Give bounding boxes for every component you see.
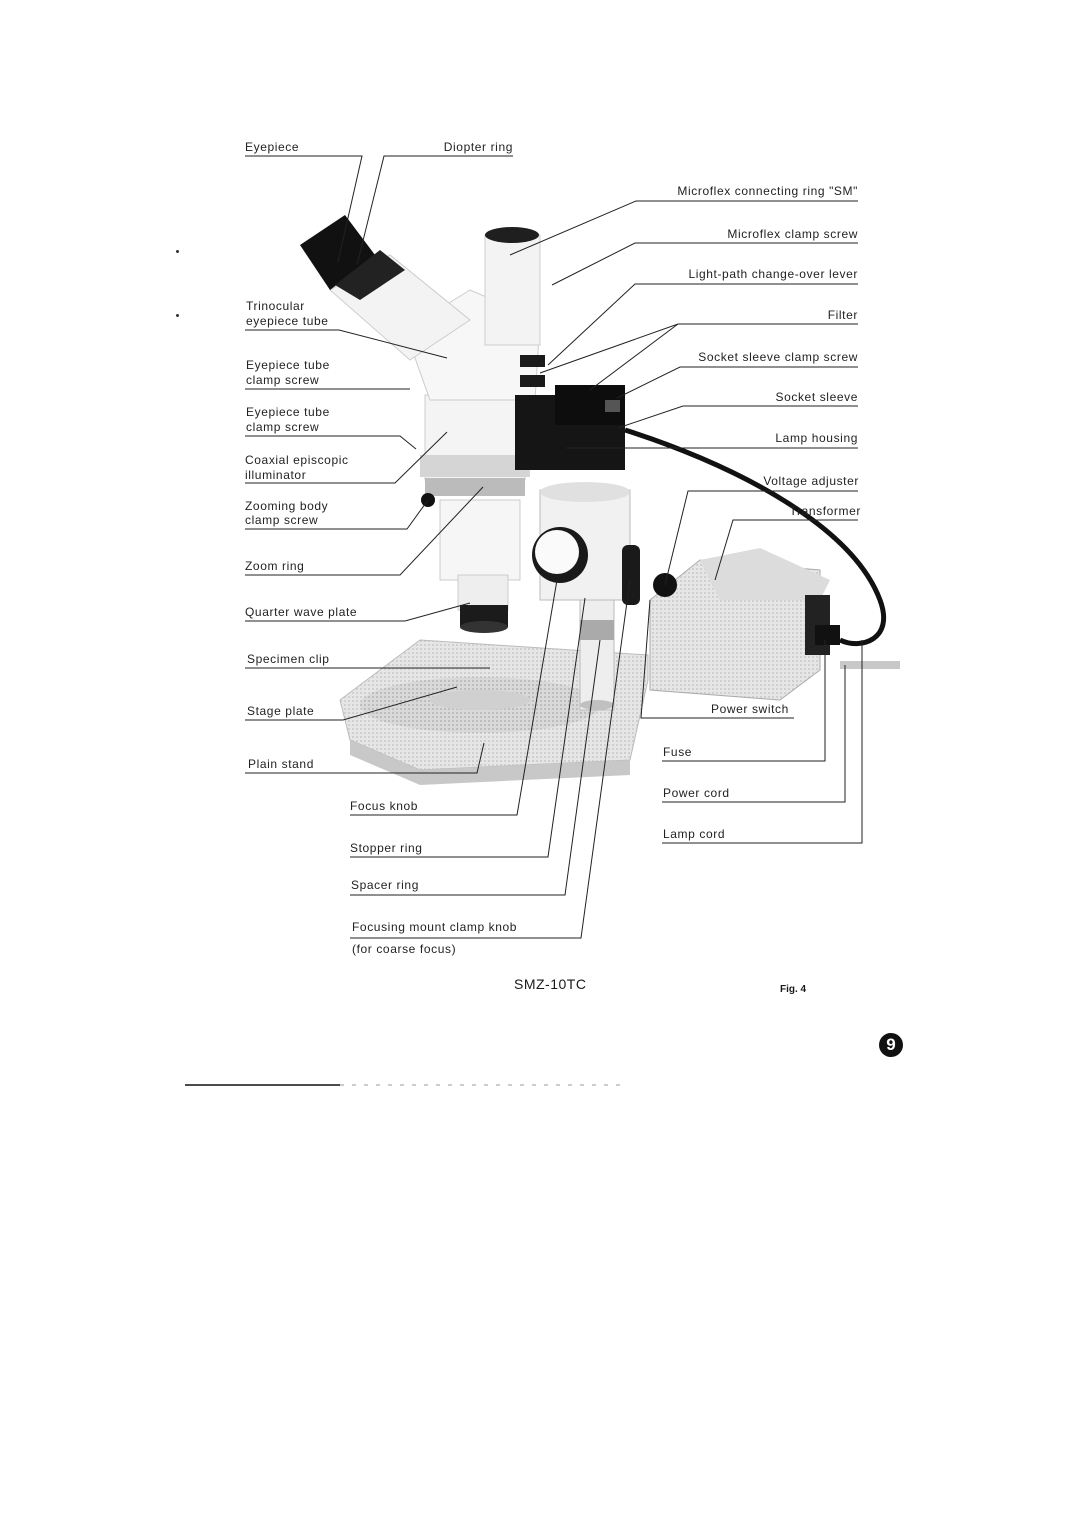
margin-dot: [176, 250, 179, 253]
transformer-box: [649, 548, 840, 701]
pillar: [579, 599, 615, 711]
label-eyepiece-tube-clamp-b: Eyepiece tube: [246, 405, 330, 419]
leader-lines: [245, 155, 863, 939]
label-lamp-housing: Lamp housing: [775, 431, 858, 445]
label-power-switch: Power switch: [711, 702, 789, 716]
label-microflex-connecting-ring: Microflex connecting ring "SM": [677, 184, 858, 198]
label-stage-plate: Stage plate: [247, 704, 315, 718]
label-microflex-clamp-screw: Microflex clamp screw: [727, 227, 858, 241]
label-quarter-wave-plate: Quarter wave plate: [245, 605, 358, 619]
label-specimen-clip: Specimen clip: [247, 652, 330, 666]
label-eyepiece-tube-clamp-a-2: clamp screw: [246, 373, 320, 387]
label-coaxial: Coaxial episcopic: [245, 453, 349, 467]
model-caption: SMZ-10TC: [514, 976, 587, 992]
label-trinocular: Trinocular: [246, 299, 305, 313]
label-light-path-lever: Light-path change-over lever: [688, 267, 858, 281]
zoom-body: [420, 394, 530, 633]
label-focus-knob: Focus knob: [350, 799, 419, 813]
label-zooming-body: Zooming body: [245, 499, 329, 513]
label-focusing-mount: Focusing mount clamp knob: [352, 920, 518, 934]
label-spacer-ring: Spacer ring: [351, 878, 419, 892]
label-lamp-cord: Lamp cord: [663, 827, 726, 841]
label-stopper-ring: Stopper ring: [350, 841, 423, 855]
figure-caption: Fig. 4: [780, 984, 807, 995]
label-coaxial-2: illuminator: [245, 468, 307, 482]
page-number-badge: 9: [879, 1033, 903, 1057]
label-power-cord: Power cord: [663, 786, 730, 800]
label-focusing-mount-2: (for coarse focus): [352, 942, 457, 956]
stage-plate: [360, 677, 600, 733]
label-voltage-adjuster: Voltage adjuster: [763, 474, 859, 488]
label-trinocular-2: eyepiece tube: [246, 314, 329, 328]
lamp-cord: [624, 427, 887, 647]
margin-dot: [176, 314, 179, 317]
label-socket-sleeve: Socket sleeve: [775, 390, 858, 404]
label-socket-sleeve-clamp-screw: Socket sleeve clamp screw: [698, 350, 858, 364]
lamp-housing: [515, 385, 625, 470]
label-diopter-ring: Diopter ring: [443, 140, 513, 154]
label-eyepiece-tube-clamp-a: Eyepiece tube: [246, 358, 330, 372]
label-eyepiece-tube-clamp-b-2: clamp screw: [246, 420, 320, 434]
label-filter: Filter: [827, 308, 858, 322]
label-eyepiece: Eyepiece: [245, 140, 300, 154]
trinocular-head: [300, 215, 545, 401]
label-plain-stand: Plain stand: [248, 757, 314, 771]
focusing-mount: [532, 482, 640, 605]
label-zoom-ring: Zoom ring: [245, 559, 305, 573]
label-transformer: Transformer: [789, 504, 861, 518]
label-zooming-body-2: clamp screw: [245, 513, 319, 527]
label-fuse: Fuse: [663, 745, 693, 759]
